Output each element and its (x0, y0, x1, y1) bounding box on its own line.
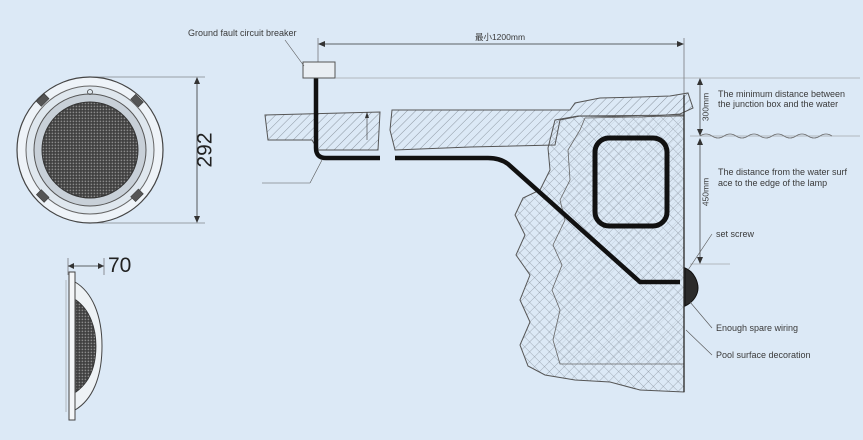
screw-hole-icon (87, 89, 93, 95)
deck-slab-left (264, 111, 381, 151)
lamp-width-label: 70 (108, 254, 131, 277)
spare-wiring-label: Enough spare wiring (716, 323, 798, 333)
pool-wall-concrete (551, 115, 685, 365)
lamp-niche (592, 135, 670, 229)
junction-box (302, 61, 336, 79)
decoration-label: Pool surface decoration (716, 350, 811, 360)
deck-slab-right (389, 92, 694, 151)
power-cable (313, 78, 380, 161)
lamp-depth-label: 450mm (700, 178, 710, 206)
top-distance-label: 最小1200mm (475, 32, 525, 42)
pool-cross-section (262, 61, 833, 393)
lamp-front-view: 292 (16, 76, 217, 224)
water-gap-label: 300mm (700, 93, 710, 121)
water-surface-label-2: ace to the edge of the lamp (718, 178, 827, 188)
breaker-label: Ground fault circuit breaker (188, 28, 297, 38)
clip-icon (130, 188, 144, 203)
water-surface-label-1: The distance from the water surf (718, 167, 848, 177)
lamp-side-view: 70 (65, 254, 131, 421)
lamp-height-label: 292 (194, 132, 217, 167)
clip-icon (35, 93, 50, 107)
water-surface (699, 133, 833, 139)
installed-lamp (684, 267, 699, 307)
set-screw-label: set screw (716, 229, 755, 239)
power-cable-spare (395, 155, 680, 285)
clip-icon (130, 93, 144, 108)
dimension-lines: 最小1200mm 300mm 450mm (317, 32, 860, 265)
min-distance-label-1: The minimum distance between (718, 89, 845, 99)
clip-icon (35, 189, 50, 203)
callouts: Ground fault circuit breaker The minimum… (188, 28, 848, 360)
min-distance-label-2: the junction box and the water (718, 99, 838, 109)
